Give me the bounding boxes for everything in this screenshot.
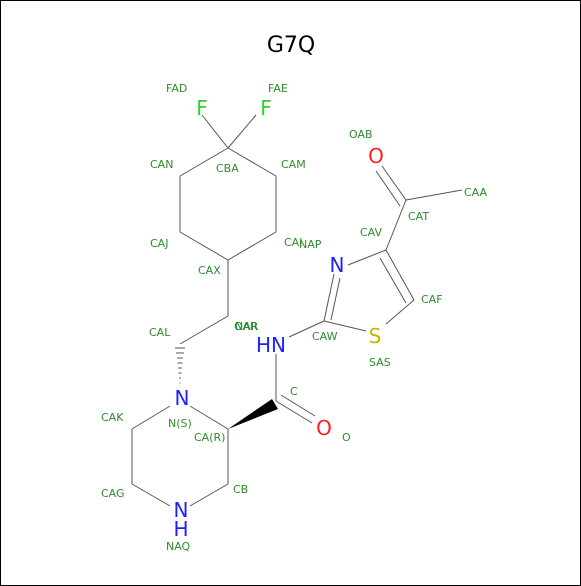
- atom-label-oar: OAR: [234, 320, 258, 333]
- nitrogen-atom-thiazole: N: [330, 253, 345, 277]
- bond-caw-sas: [323, 320, 367, 332]
- atom-label-cat: CAT: [408, 210, 429, 223]
- atom-label-o: O: [342, 431, 351, 444]
- bond-nh-caw: [288, 320, 325, 338]
- nitrogen-atom-piperazine: N: [175, 386, 190, 410]
- atom-labels: FAD FAE OAB CAN CBA CAM CAA CAT CAV CAJ …: [101, 82, 488, 553]
- bond-caw-nap: [323, 273, 335, 322]
- element-symbols: F F O N S HN N O N H: [173, 96, 383, 541]
- atom-label-caa: CAA: [464, 186, 488, 199]
- bond-cat-oab-double: [375, 170, 401, 207]
- bond-ns-car: [189, 405, 229, 430]
- bond-c-o: [275, 400, 313, 424]
- nitrogen-atom-nh-piperazine: N: [174, 498, 189, 522]
- bond-ns-cak: [131, 405, 171, 430]
- solid-wedge-bond: [228, 399, 278, 429]
- atom-label-cak: CAK: [101, 411, 124, 424]
- atom-label-caf: CAF: [421, 293, 443, 306]
- atom-label-can: CAN: [150, 158, 173, 171]
- atom-label-caj: CAJ: [150, 237, 168, 250]
- bond-cav-caf: [385, 249, 415, 301]
- bond-cba-fad: [201, 114, 229, 149]
- bond-cb-naq: [189, 483, 229, 507]
- atom-label-nar: NAR: [235, 320, 259, 333]
- atom-label-caw: CAW: [312, 330, 338, 343]
- ligand-title: G7Q: [267, 33, 315, 58]
- bond-cai-cax: [227, 231, 277, 261]
- atom-label-sas: SAS: [369, 356, 391, 369]
- atom-label-cam: CAM: [281, 158, 306, 171]
- atom-label-c: C: [290, 385, 298, 398]
- amide-nh-atom: HN: [256, 333, 286, 357]
- hashed-wedge-bond: [175, 347, 185, 384]
- sulfur-atom-thiazole: S: [369, 324, 382, 348]
- atom-label-fad: FAD: [166, 82, 187, 95]
- bond-c-o-double: [280, 394, 316, 417]
- bond-cat-caa: [405, 189, 463, 201]
- oxygen-atom-acetyl: O: [368, 144, 384, 168]
- atom-label-fae: FAE: [268, 82, 288, 95]
- atom-label-cav: CAV: [360, 226, 383, 239]
- bond-nar-cal: [179, 315, 229, 345]
- bond-cat-oab: [381, 165, 407, 201]
- bond-cav-cat: [385, 199, 407, 251]
- atom-label-cal: CAL: [149, 326, 171, 339]
- bond-caw-nap-double: [330, 277, 341, 321]
- bond-cba-can: [179, 147, 229, 177]
- bond-cba-cam: [227, 147, 277, 177]
- atom-label-cag: CAG: [101, 487, 125, 500]
- atom-label-cba: CBA: [216, 162, 239, 175]
- atom-label-cai: CAI: [284, 236, 302, 249]
- bond-caj-cax: [179, 231, 229, 261]
- atom-label-naq: NAQ: [166, 540, 191, 553]
- atom-label-ns: N(S): [168, 417, 192, 430]
- hydrogen-atom-piperazine: H: [173, 517, 188, 541]
- atom-label-oab: OAB: [349, 128, 373, 141]
- oxygen-atom-amide: O: [316, 416, 332, 440]
- bond-layer: [131, 114, 463, 507]
- bond-caf-sas: [385, 299, 415, 325]
- atom-label-cax: CAX: [198, 264, 221, 277]
- bond-cav-caf-double: [379, 257, 407, 304]
- atom-label-cb: CB: [233, 483, 248, 496]
- fluorine-atom-2: F: [260, 96, 272, 120]
- bond-nap-cav: [347, 249, 387, 266]
- atom-label-nap: NAP: [299, 238, 322, 251]
- fluorine-atom-1: F: [196, 96, 208, 120]
- atom-label-car: CA(R): [194, 431, 225, 444]
- bond-cba-fae: [227, 114, 257, 149]
- bond-cag-naq: [131, 483, 171, 507]
